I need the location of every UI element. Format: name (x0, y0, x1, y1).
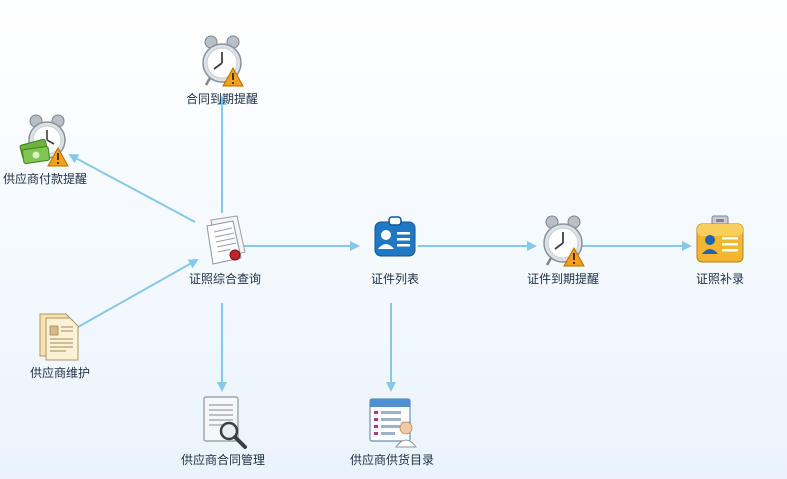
user-list-icon (364, 393, 420, 449)
alarm-clock-warning-icon (535, 212, 591, 268)
node-label: 供应商维护 (29, 366, 90, 380)
node-label: 合同到期提醒 (185, 92, 258, 106)
node-label: 供应商供货目录 (349, 453, 434, 467)
node-label: 供应商合同管理 (180, 453, 265, 467)
node-label: 证件到期提醒 (526, 272, 599, 286)
node-license-supplement[interactable]: 证照补录 (680, 212, 760, 286)
node-supplier-contract-management[interactable]: 供应商合同管理 (178, 393, 268, 467)
badge-card-icon (692, 212, 748, 268)
id-card-icon (367, 212, 423, 268)
node-certificate-expiry-reminder[interactable]: 证件到期提醒 (520, 212, 606, 286)
node-supplier-supply-catalog[interactable]: 供应商供货目录 (346, 393, 438, 467)
alarm-clock-warning-icon (194, 32, 250, 88)
folder-documents-icon (32, 306, 88, 362)
node-label: 证照综合查询 (188, 272, 261, 286)
node-supplier-payment-reminder[interactable]: 供应商付款提醒 (0, 112, 90, 186)
alarm-clock-money-warning-icon (17, 112, 73, 168)
node-label: 证件列表 (370, 272, 419, 286)
node-contract-expiry-reminder[interactable]: 合同到期提醒 (182, 32, 262, 106)
node-label: 供应商付款提醒 (2, 172, 87, 186)
node-supplier-maintenance[interactable]: 供应商维护 (20, 306, 100, 380)
node-certificate-list[interactable]: 证件列表 (355, 212, 435, 286)
document-magnifier-icon (195, 393, 251, 449)
document-seal-icon (197, 212, 253, 268)
node-label: 证照补录 (695, 272, 744, 286)
node-license-comprehensive-query[interactable]: 证照综合查询 (180, 212, 270, 286)
